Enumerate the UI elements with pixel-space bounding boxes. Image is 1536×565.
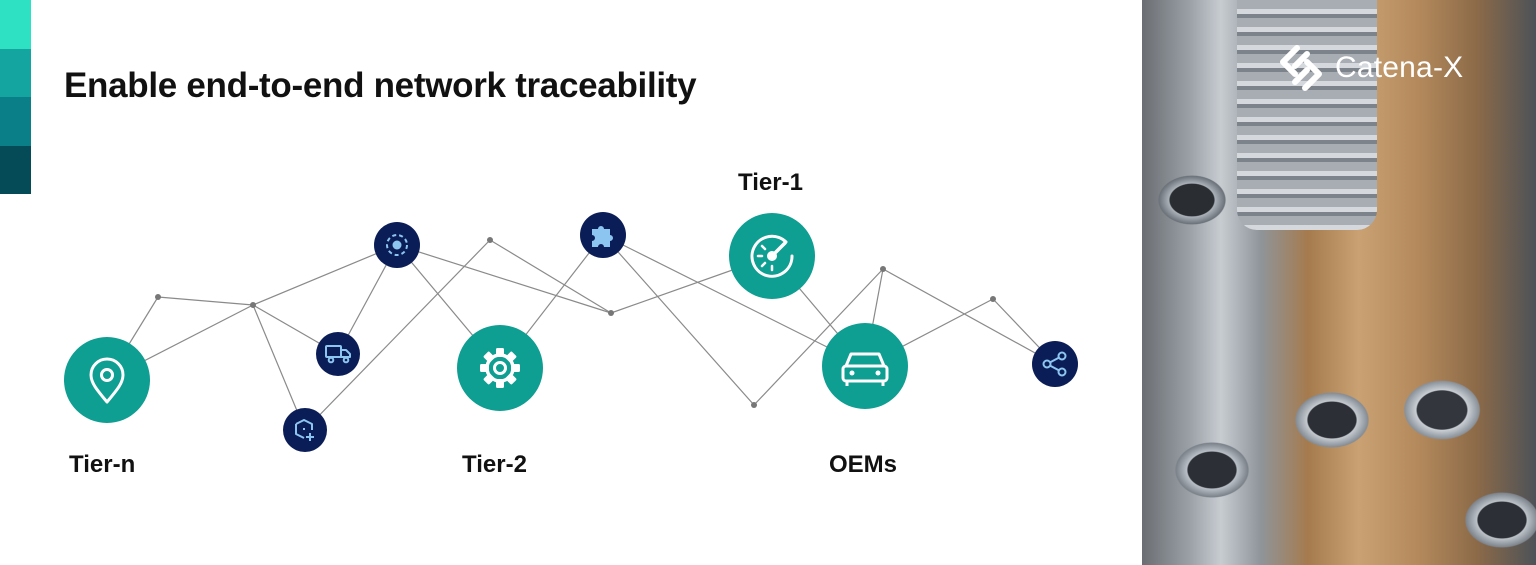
network-edge — [252, 244, 398, 306]
brand-logo: Catena-X — [1277, 44, 1463, 92]
node-truck — [316, 332, 360, 376]
tier-label-tier-2: Tier-2 — [462, 451, 527, 478]
page-title: Enable end-to-end network traceability — [64, 66, 697, 105]
location-pin-icon — [89, 357, 125, 404]
catena-x-logo-icon — [1280, 45, 1322, 91]
network-edge — [753, 268, 884, 406]
network-edge — [602, 234, 755, 406]
tier-label-tier-n: Tier-n — [69, 451, 136, 478]
node-box-add — [283, 408, 327, 452]
target-icon — [386, 234, 408, 256]
accent-bar-segment-1 — [0, 0, 31, 49]
node-oems — [822, 323, 908, 409]
car-icon — [841, 352, 889, 386]
junction-dot — [990, 296, 996, 302]
junction-dot — [608, 310, 614, 316]
box-add-icon — [295, 419, 314, 441]
junction-dot — [751, 402, 757, 408]
network-edge — [396, 244, 612, 314]
brand-name: Catena-X — [1335, 51, 1464, 84]
photo-cylinder-shape — [1237, 0, 1377, 230]
node-share — [1032, 341, 1078, 387]
network-edge — [157, 296, 254, 306]
share-icon — [1042, 351, 1067, 377]
junction-dot — [487, 237, 493, 243]
accent-bar-segment-3 — [0, 97, 31, 146]
node-tier-n — [64, 337, 150, 423]
network-edge — [882, 268, 1056, 365]
accent-bar-segment-4 — [0, 145, 31, 194]
node-tier-2 — [457, 325, 543, 411]
junction-dot — [880, 266, 886, 272]
junction-dot — [155, 294, 161, 300]
tier-label-oems: OEMs — [829, 451, 898, 478]
metal-parts-photo — [1142, 0, 1536, 565]
network-connections — [106, 234, 1056, 431]
truck-icon — [325, 345, 351, 364]
junction-dot — [250, 302, 256, 308]
gauge-icon — [750, 234, 794, 278]
network-junctions — [155, 237, 996, 408]
traceability-network-diagram — [64, 212, 1078, 452]
puzzle-icon — [592, 226, 613, 247]
accent-bar — [0, 0, 31, 194]
network-edge — [252, 304, 306, 431]
tier-label-tier-1: Tier-1 — [738, 169, 803, 196]
network-edge — [304, 239, 491, 431]
accent-bar-segment-2 — [0, 48, 31, 97]
network-edge — [602, 234, 866, 367]
network-edge — [489, 239, 612, 314]
node-target — [374, 222, 420, 268]
gear-icon — [480, 348, 520, 388]
node-tier-1 — [729, 213, 815, 299]
node-puzzle — [580, 212, 626, 258]
